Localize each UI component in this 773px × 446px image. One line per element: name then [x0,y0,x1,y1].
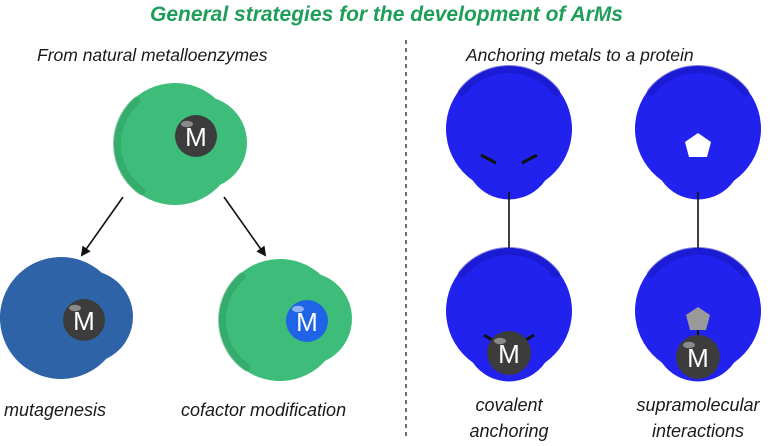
figure-title: General strategies for the development o… [149,3,623,26]
ligand-anchor [686,307,710,330]
protein-shading [458,247,560,278]
anchor-right-top [521,153,538,165]
cofactor-enzyme [217,259,352,382]
caption-mutagenesis: mutagenesis [4,400,107,420]
protein-covalent-top [445,65,572,200]
caption-cofactor: cofactor modification [181,400,347,420]
metal-label-top: M [185,122,207,152]
caption-covalent-1: covalent [475,395,543,415]
caption-supra-2: interactions [651,421,745,441]
binding-pocket [685,133,711,157]
caption-covalent-2: anchoring [469,421,549,441]
caption-supra-1: supramolecular [636,395,760,415]
protein-shading [112,96,146,196]
left-panel-heading: From natural metalloenzymes [37,45,268,65]
metal-label-cofactor: M [296,307,318,337]
metal-label-supra: M [687,343,709,373]
metal-label-mutagenesis: M [73,306,95,336]
protein-shading [217,272,251,372]
right-panel-heading: Anchoring metals to a protein [466,45,694,65]
protein-shading [458,65,560,96]
protein-supra-top [635,65,762,200]
protein-shading [647,65,749,96]
arrow-to-mutagenesis [80,196,124,257]
metal-highlight-top [181,120,193,128]
metal-label-covalent: M [498,339,520,369]
protein-shading [647,247,749,278]
anchor-left-top [480,153,497,165]
arrow-to-cofactor [223,196,267,257]
protein-covalent-bottom [445,247,572,382]
